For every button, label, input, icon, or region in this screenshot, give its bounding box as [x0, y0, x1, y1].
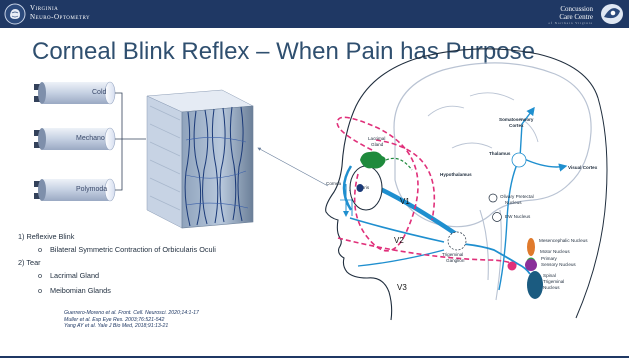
- label-lacrimal: Lacrimal: [368, 136, 385, 141]
- bullet-3: o: [38, 286, 50, 296]
- list-item-tear: 2) Tear: [18, 258, 41, 268]
- receptor-label-polymodal: Polymoda: [76, 186, 107, 193]
- pretectal-node: [489, 194, 497, 202]
- reference-1: Guerrero-Moreno et al. Front. Cell. Neur…: [64, 310, 199, 317]
- label-pretectal-1: Olivary Pretectal: [500, 194, 534, 199]
- label-cortex: Cortex: [509, 123, 524, 128]
- ew-node: [493, 213, 502, 222]
- label-ganglion: Ganglion: [446, 258, 464, 263]
- receptor-label-mechano: Mechano: [76, 135, 105, 142]
- label-hypothalamus: Hypothalamus: [440, 172, 472, 177]
- bullet-2: o: [38, 271, 50, 281]
- label-spinal-1: Spinal: [543, 273, 556, 278]
- label-gland: Gland: [371, 142, 383, 147]
- lacrimal-dash: [386, 158, 412, 170]
- label-primary-2: Sensory Nucleus: [541, 262, 576, 267]
- label-v2: V2: [394, 236, 404, 245]
- zoom-pointer-arrow: [258, 148, 328, 186]
- thalamus-node: [512, 153, 526, 167]
- label-v1: V1: [400, 197, 410, 206]
- label-spinal-2: Trigeminal: [543, 279, 564, 284]
- label-pretectal-2: Nucleus: [505, 200, 522, 205]
- pink-node: [508, 262, 517, 271]
- receptor-bracket: [115, 93, 122, 190]
- list-item-reflexive-blink: 1) Reflexive Blink: [18, 232, 74, 242]
- label-motor: Motor Nucleus: [540, 249, 570, 254]
- label-trigeminal: Trigeminal: [442, 252, 463, 257]
- trigeminal-ganglion: [448, 232, 466, 250]
- subitem-meibomian-text: Meibomian Glands: [50, 286, 111, 295]
- label-mesencephalic: Mesencephalic Nucleus: [539, 238, 588, 243]
- reference-2: Muller et al. Exp Eye Res. 2003;76:521-5…: [64, 317, 199, 324]
- subitem-orbicularis-text: Bilateral Symmetric Contraction of Orbic…: [50, 245, 216, 254]
- label-somatosensory: Somatosensory: [499, 117, 533, 122]
- subitem-lacrimal-text: Lacrimal Gland: [50, 271, 99, 280]
- corneal-tissue-block: [147, 90, 253, 228]
- bullet-1: o: [38, 245, 50, 255]
- lacrimal-gland: [360, 152, 386, 169]
- label-spinal-3: Nucleus: [543, 285, 560, 290]
- mesencephalic-nucleus: [527, 238, 535, 256]
- spinal-trigeminal-nucleus: [527, 271, 543, 299]
- references: Guerrero-Moreno et al. Front. Cell. Neur…: [64, 310, 199, 330]
- label-v3: V3: [397, 283, 407, 292]
- label-primary-1: Primary: [541, 256, 557, 261]
- label-cornea: Cornea: [326, 181, 341, 186]
- label-iris: Iris: [363, 185, 369, 190]
- label-thalamus: Thalamus: [489, 151, 510, 156]
- reference-3: Yang AY et al. Yale J Bio Med, 2018;91:1…: [64, 323, 199, 330]
- primary-sensory-nucleus: [525, 259, 537, 271]
- label-ew-nucleus: EW Nucleus: [505, 214, 530, 219]
- receptor-label-cold: Cold: [92, 89, 106, 96]
- label-visual-cortex: Visual Cortex: [568, 165, 597, 170]
